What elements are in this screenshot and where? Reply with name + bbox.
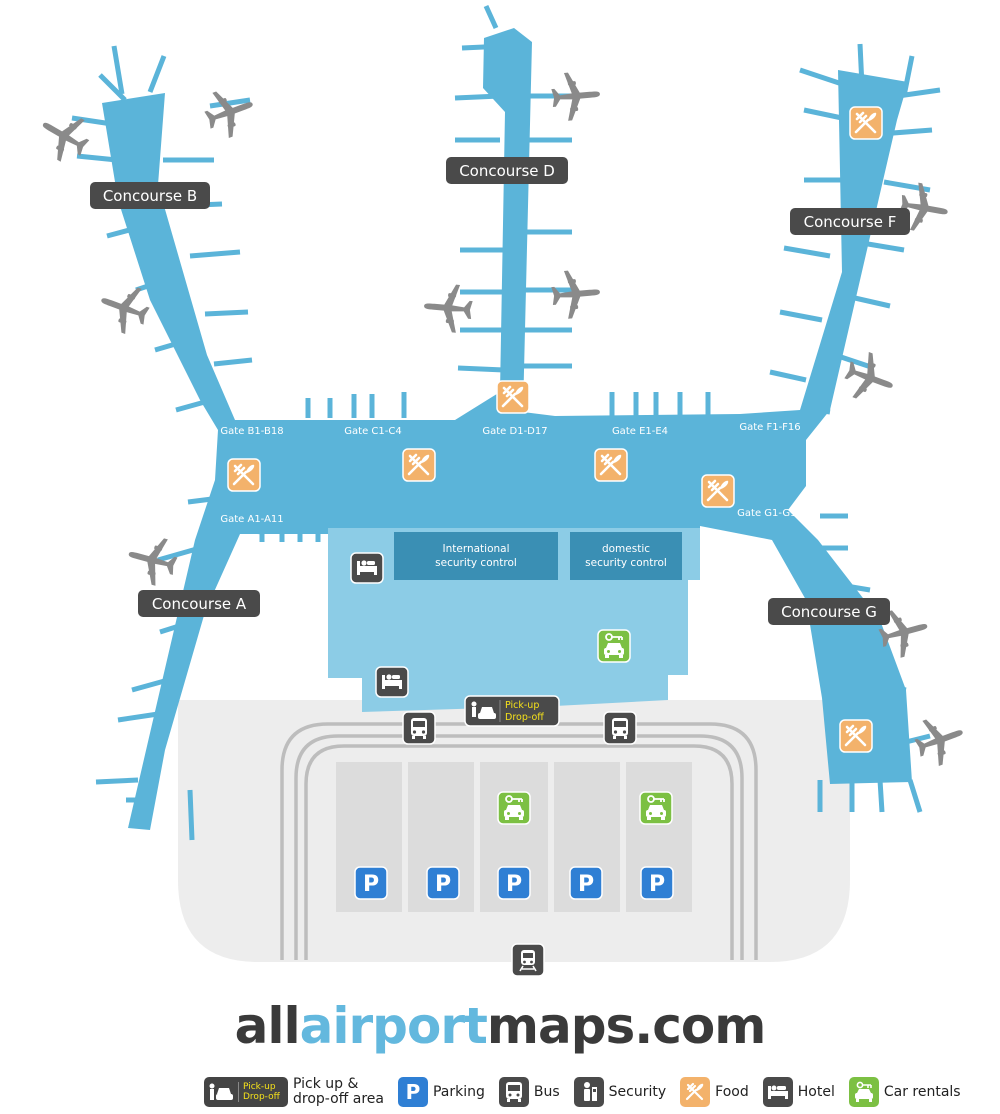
- airside-terminal: [102, 28, 912, 830]
- legend-car-rentals: Car rentals: [848, 1077, 961, 1107]
- legend-security: Security: [573, 1077, 667, 1107]
- parking-icon: P: [397, 1077, 428, 1107]
- airplane-icon: [122, 530, 182, 590]
- airplane-icon: [909, 709, 971, 771]
- brand-part-1: all: [234, 997, 301, 1055]
- legend-security-label: Security: [608, 1083, 667, 1100]
- pickup-sign-line-2: Drop-off: [505, 712, 544, 723]
- airplane-icon: [839, 347, 901, 409]
- gate-label-c: Gate C1-C4: [344, 426, 401, 437]
- parking-marker[interactable]: P: [497, 866, 531, 900]
- legend-car-rentals-label: Car rentals: [883, 1083, 961, 1100]
- airplane-icon: [549, 69, 603, 123]
- international-security-label-1: International: [442, 543, 509, 555]
- food-icon[interactable]: [401, 447, 437, 483]
- airport-map: International security control domestic …: [31, 4, 971, 977]
- airplane-icon: [549, 267, 603, 321]
- international-security-area: [394, 532, 558, 580]
- food-icon[interactable]: [848, 105, 884, 141]
- parking-marker[interactable]: P: [640, 866, 674, 900]
- legend-pickup-text-1: Pick up &: [293, 1076, 359, 1092]
- bus-icon[interactable]: [603, 711, 637, 745]
- parking-marker[interactable]: P: [426, 866, 460, 900]
- legend-hotel-label: Hotel: [797, 1083, 835, 1100]
- legend-food: Food: [680, 1077, 749, 1107]
- food-icon: [680, 1077, 711, 1107]
- gate-label-f: Gate F1-F16: [739, 422, 800, 433]
- legend-parking: P Parking: [397, 1077, 485, 1107]
- gate-label-b: Gate B1-B18: [220, 426, 283, 437]
- legend-pickup-icon-line-2: Drop-off: [243, 1092, 280, 1102]
- car-rental-icon[interactable]: [597, 629, 631, 663]
- brand-part-3: maps.com: [486, 997, 766, 1055]
- car-rental-icon[interactable]: [639, 791, 673, 825]
- gate-label-d: Gate D1-D17: [482, 426, 547, 437]
- food-icon[interactable]: [700, 473, 736, 509]
- concourse-label-a: Concourse A: [152, 595, 247, 613]
- car-rental-icon: [848, 1077, 879, 1107]
- hotel-icon: [762, 1077, 793, 1107]
- parking-p-label: P: [506, 872, 522, 897]
- car-rental-icon[interactable]: [497, 791, 531, 825]
- domestic-security-area: [570, 532, 682, 580]
- parking-marker[interactable]: P: [569, 866, 603, 900]
- bus-icon[interactable]: [402, 711, 436, 745]
- international-security-label-2: security control: [435, 557, 517, 569]
- concourse-g-tag: Concourse G: [768, 598, 890, 625]
- legend-bus: Bus: [498, 1077, 560, 1107]
- legend-parking-label: Parking: [432, 1083, 485, 1100]
- airplane-icon: [199, 81, 261, 143]
- legend-hotel: Hotel: [762, 1077, 835, 1107]
- food-icon[interactable]: [495, 379, 531, 415]
- gate-label-g: Gate G1-G11: [737, 508, 803, 519]
- parking-marker[interactable]: P: [354, 866, 388, 900]
- pickup-person-car-icon: [471, 701, 496, 719]
- concourse-a-tag: Concourse A: [138, 590, 260, 617]
- hotel-icon[interactable]: [375, 666, 409, 698]
- legend-pickup-text-2: drop-off area: [293, 1091, 384, 1107]
- brand-wordmark[interactable]: allairportmaps.com: [0, 996, 1000, 1056]
- pickup-sign-line-1: Pick-up: [505, 700, 539, 711]
- legend-food-label: Food: [715, 1083, 749, 1100]
- legend-pickup-icon-line-1: Pick-up: [243, 1082, 276, 1092]
- concourse-label-d: Concourse D: [459, 162, 555, 180]
- food-icon[interactable]: [226, 457, 262, 493]
- concourse-label-f: Concourse F: [804, 213, 897, 231]
- domestic-security-label-2: security control: [585, 557, 667, 569]
- pickup-dropoff-sign[interactable]: Pick-up Drop-off: [464, 695, 560, 727]
- food-icon[interactable]: [593, 447, 629, 483]
- parking-p-label: P: [435, 872, 451, 897]
- concourse-b-tag: Concourse B: [90, 182, 210, 209]
- legend-bus-label: Bus: [533, 1083, 560, 1100]
- security-icon: [573, 1077, 604, 1107]
- gate-label-a: Gate A1-A11: [220, 514, 283, 525]
- concourse-d-tag: Concourse D: [446, 157, 568, 184]
- parking-p-label: P: [649, 872, 665, 897]
- hotel-icon[interactable]: [350, 552, 384, 584]
- parking-p-label: P: [363, 872, 379, 897]
- train-icon[interactable]: [511, 943, 545, 977]
- food-icon[interactable]: [838, 718, 874, 754]
- concourse-label-g: Concourse G: [781, 603, 877, 621]
- legend-parking-p: P: [405, 1080, 421, 1104]
- brand-part-2: airport: [299, 997, 488, 1055]
- concourse-label-b: Concourse B: [103, 187, 197, 205]
- parking-p-label: P: [578, 872, 594, 897]
- bus-icon: [498, 1077, 529, 1107]
- gate-label-e: Gate E1-E4: [612, 426, 668, 437]
- concourse-f-tag: Concourse F: [790, 208, 910, 235]
- domestic-security-label-1: domestic: [602, 543, 650, 555]
